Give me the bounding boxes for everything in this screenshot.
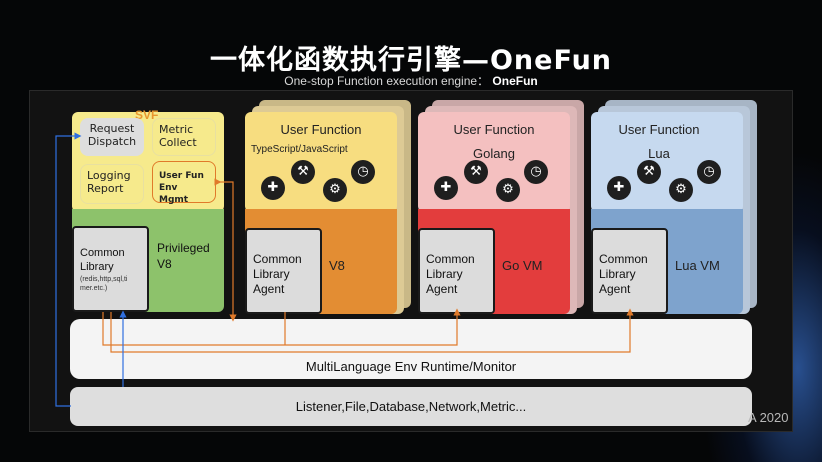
tools-icon: ⚒ xyxy=(291,160,315,184)
request-dispatch-box: Request Dispatch xyxy=(80,118,144,156)
vm-label: V8 xyxy=(329,258,345,273)
common-library-agent-box: Common Library Agent xyxy=(591,228,668,314)
gear-icon: ⚙ xyxy=(669,178,693,202)
runtime-language-label: Golang xyxy=(473,146,515,161)
listener-label: Listener,File,Database,Network,Metric... xyxy=(295,399,527,414)
gear-icon: ⚙ xyxy=(496,178,520,202)
metric-collect-box: Metric Collect xyxy=(152,118,216,156)
logging-report-box: Logging Report xyxy=(80,164,144,204)
gear-icon: ⚙ xyxy=(323,178,347,202)
listener-bar xyxy=(70,387,752,426)
svf-label: SVF xyxy=(135,108,159,122)
logging-report-label: Logging Report xyxy=(87,169,131,195)
vm-label: Go VM xyxy=(502,258,543,273)
runtime-language-label: Lua xyxy=(648,146,670,161)
tools-icon: ⚒ xyxy=(637,160,661,184)
runtime-monitor-label: MultiLanguage Env Runtime/Monitor xyxy=(305,359,517,374)
subtitle-bold: OneFun xyxy=(492,74,538,88)
subtitle-prefix: One-stop Function execution engine： xyxy=(284,74,490,88)
svf-common-library-label: Common Library xyxy=(80,247,125,273)
user-function-label: User Function xyxy=(618,122,700,137)
vm-label: Lua VM xyxy=(675,258,720,273)
common-library-agent-box: Common Library Agent xyxy=(418,228,495,314)
page-title: 一体化函数执行引擎—OneFun xyxy=(209,45,613,76)
svf-common-library-box: Common Library (redis,http,sql,ti mer.et… xyxy=(72,226,149,312)
watermark: A 2020 xyxy=(748,410,789,425)
user-fun-env-label: User Fun Env Mgmt xyxy=(159,171,204,205)
svf-common-library-note: (redis,http,sql,ti mer.etc.) xyxy=(80,276,128,292)
puzzle-icon: ✚ xyxy=(261,176,285,200)
common-library-agent-label: Common Library Agent xyxy=(426,252,475,296)
clock-icon: ◷ xyxy=(351,160,375,184)
clock-icon: ◷ xyxy=(697,160,721,184)
puzzle-icon: ✚ xyxy=(434,176,458,200)
tools-icon: ⚒ xyxy=(464,160,488,184)
metric-collect-label: Metric Collect xyxy=(159,123,197,149)
common-library-agent-label: Common Library Agent xyxy=(599,252,648,296)
request-dispatch-label: Request Dispatch xyxy=(87,122,137,148)
user-fun-env-box: User Fun Env Mgmt xyxy=(152,161,216,205)
clock-icon: ◷ xyxy=(524,160,548,184)
page-subtitle: One-stop Function execution engine： OneF… xyxy=(0,72,822,89)
runtime-language-label: TypeScript/JavaScript xyxy=(251,144,348,155)
common-library-agent-box: Common Library Agent xyxy=(245,228,322,314)
puzzle-icon: ✚ xyxy=(607,176,631,200)
user-function-label: User Function xyxy=(280,122,362,137)
common-library-agent-label: Common Library Agent xyxy=(253,252,302,296)
privileged-v8-label: Privileged V8 xyxy=(157,241,210,271)
user-function-label: User Function xyxy=(453,122,535,137)
